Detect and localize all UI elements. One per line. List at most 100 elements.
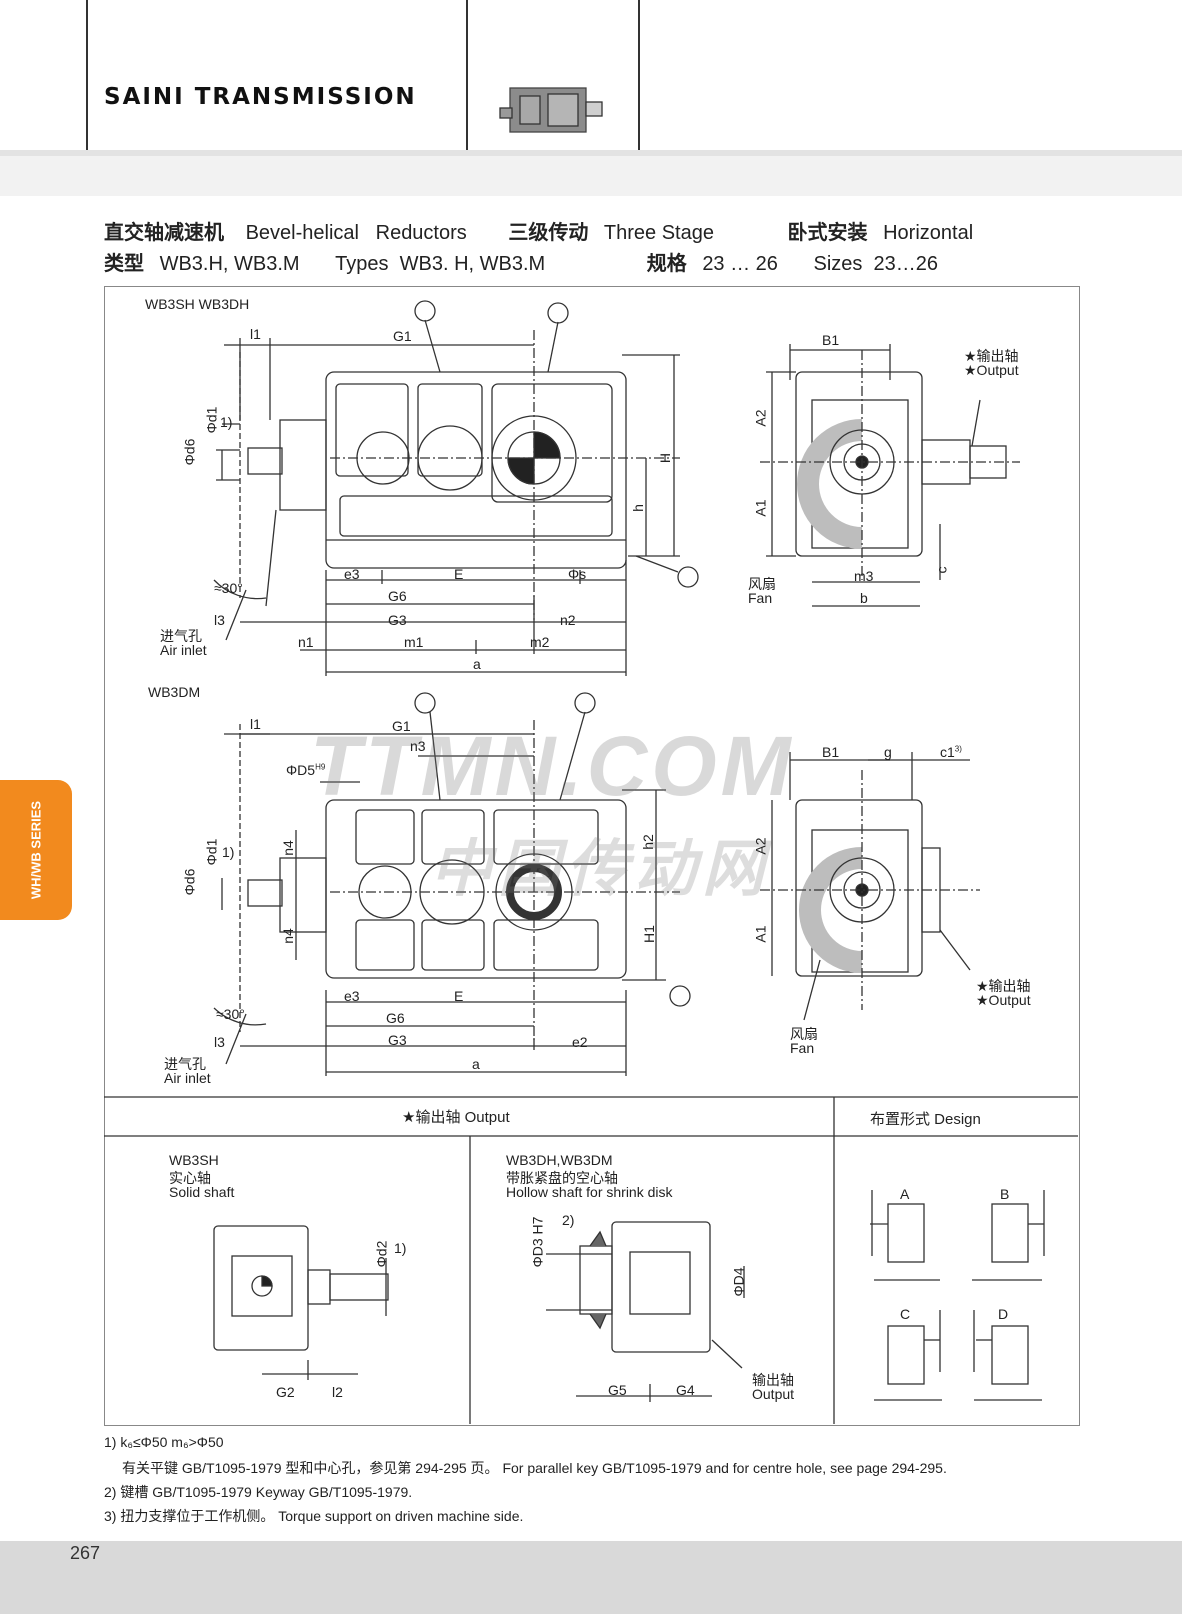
dim2-e3: e3 — [344, 988, 360, 1004]
sizes-en: Sizes 23…26 — [813, 253, 938, 275]
dim-s: Φs — [568, 566, 587, 582]
title-en-stage: Three Stage — [603, 222, 714, 244]
fan2-en: Fan — [790, 1040, 815, 1056]
series-side-tab-label: WH/WB SERIES — [28, 800, 44, 900]
size-cn-val: 23 … 26 — [702, 253, 778, 275]
design-D: D — [998, 1306, 1009, 1322]
header-divider — [638, 0, 640, 156]
brand-logo: SAINI TRANSMISSION — [104, 84, 417, 110]
dim-l3: l3 — [214, 612, 225, 628]
dim2-D5: ΦD5H9 — [286, 762, 325, 778]
solid-G2: G2 — [276, 1384, 295, 1400]
dim2-a: a — [472, 1056, 480, 1072]
hollow-note: 2) — [562, 1212, 575, 1228]
title-row-2: 类型 WB3.H, WB3.M Types WB3. H, WB3.M 规格 2… — [104, 247, 938, 276]
solid-note: 1) — [394, 1240, 407, 1256]
dim2-n4-top: n4 — [279, 840, 296, 856]
dim2-d1: Φd1 — [203, 838, 220, 866]
solid-cn: 实心轴 — [169, 1170, 211, 1186]
drawing1-front-view — [213, 300, 699, 676]
solid-d2: Φd2 — [373, 1240, 390, 1268]
dim2-d6: Φd6 — [181, 868, 198, 896]
dim2-l3: l3 — [214, 1034, 225, 1050]
title-band — [0, 156, 1182, 196]
title-cn-size: 规格 — [646, 253, 687, 275]
dim-A2: A2 — [752, 409, 769, 427]
title-cn-main: 直交轴减速机 — [104, 222, 224, 244]
note-1: 1) — [220, 414, 233, 430]
hollow-out-en: Output — [752, 1386, 795, 1402]
dim-n2: n2 — [560, 612, 576, 628]
air-inlet-cn: 进气孔 — [160, 628, 202, 644]
fan-cn: 风扇 — [748, 576, 776, 592]
dim2-c1-note: 3) — [954, 744, 962, 754]
footnote-1: 1) k₆≤Φ50 m₆>Φ50 — [104, 1434, 224, 1450]
drawing2-side-view — [760, 752, 980, 1021]
dim-E: E — [454, 566, 464, 582]
page-header — [0, 0, 1182, 156]
title-row-1: 直交轴减速机 Bevel-helical Reductors 三级传动 Thre… — [104, 216, 973, 245]
dim-H: H — [657, 452, 674, 464]
drawing1-side-view — [760, 344, 1020, 607]
solid-en: Solid shaft — [169, 1184, 235, 1200]
dim-a: a — [473, 656, 481, 672]
dim-m1: m1 — [404, 634, 424, 650]
dim2-D5-tol: H9 — [315, 762, 326, 772]
dim-G6: G6 — [388, 588, 407, 604]
dim-c: c — [933, 566, 950, 574]
dim-e3: e3 — [344, 566, 360, 582]
hollow-model: WB3DH,WB3DM — [506, 1152, 613, 1168]
footer-band — [0, 1541, 1182, 1614]
header-divider — [466, 0, 468, 156]
dim-d6: Φd6 — [181, 438, 198, 466]
dim2-G3: G3 — [388, 1032, 407, 1048]
series-side-tab — [0, 780, 72, 920]
dim-b: b — [860, 590, 868, 606]
output-en: ★Output — [964, 362, 1019, 378]
solid-model: WB3SH — [169, 1152, 219, 1168]
design-table-header: 布置形式 Design — [870, 1111, 981, 1128]
output2-cn: ★输出轴 — [976, 978, 1031, 994]
dim-l1: l1 — [250, 326, 261, 342]
dim2-G1: G1 — [392, 718, 411, 734]
dim-G3: G3 — [388, 612, 407, 628]
drawing2-front-view — [213, 692, 691, 1076]
fan-en: Fan — [748, 590, 773, 606]
fan2-cn: 风扇 — [790, 1026, 818, 1042]
air-inlet2-cn: 进气孔 — [164, 1056, 206, 1072]
output2-en: ★Output — [976, 992, 1031, 1008]
footnote-2: 2) 键槽 GB/T1095-1979 Keyway GB/T1095-1979… — [104, 1484, 413, 1500]
dim-m2: m2 — [530, 634, 550, 650]
watermark-text-cn: 中国传动网 — [430, 835, 771, 904]
hollow-shaft-view — [546, 1221, 745, 1402]
dim-h: h — [629, 504, 646, 512]
header-band — [0, 150, 1182, 156]
dim-n1: n1 — [298, 634, 314, 650]
dim2-D5-text: ΦD5 — [286, 762, 316, 778]
dim2-A1: A1 — [752, 925, 769, 943]
hollow-en: Hollow shaft for shrink disk — [506, 1184, 673, 1200]
drawing1-heading: WB3SH WB3DH — [145, 296, 250, 312]
output-table-header: ★输出轴 Output — [402, 1109, 510, 1126]
dim-B1: B1 — [822, 332, 840, 348]
hollow-D4: ΦD4 — [730, 1267, 747, 1297]
drawing2-heading: WB3DM — [148, 684, 201, 700]
dim2-H1: H1 — [640, 925, 657, 943]
types-en: Types WB3. H, WB3.M — [335, 253, 546, 275]
output-cn: ★输出轴 — [964, 348, 1019, 364]
design-B: B — [1000, 1186, 1010, 1202]
dim2-angle: ≈30° — [216, 1006, 245, 1022]
footnote-1b: 有关平键 GB/T1095-1979 型和中心孔，参见第 294-295 页。 … — [122, 1460, 947, 1476]
header-divider — [86, 0, 88, 156]
air-inlet-en: Air inlet — [160, 642, 207, 658]
dim2-n4-bottom: n4 — [279, 928, 296, 944]
air-inlet2-en: Air inlet — [164, 1070, 211, 1086]
title-en-main: Bevel-helical Reductors — [245, 222, 467, 244]
dim-d1: Φd1 — [203, 406, 220, 434]
solid-l2: l2 — [332, 1384, 343, 1400]
page-number: 267 — [70, 1543, 101, 1563]
dim2-h2: h2 — [639, 834, 656, 850]
dim2-A2: A2 — [752, 837, 769, 855]
dim2-c1-text: c1 — [940, 744, 955, 760]
